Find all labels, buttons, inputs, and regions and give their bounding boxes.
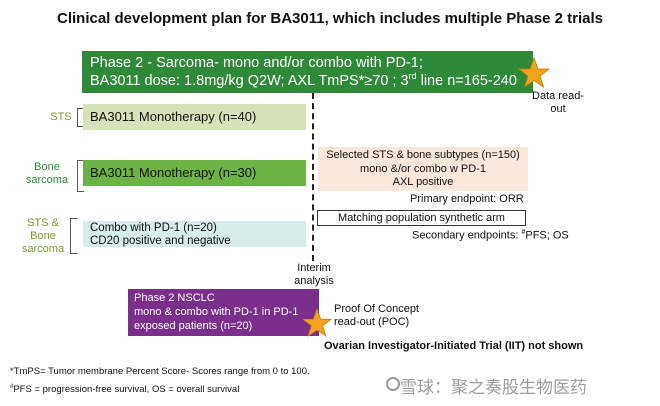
phase2-sarcoma-box: Phase 2 - Sarcoma- mono and/or combo wit…	[82, 51, 533, 93]
footnote-pfs-text: PFS = progression-free survival, OS = ov…	[13, 384, 240, 396]
watermark-logo-icon	[386, 377, 400, 391]
interim-dashed-line	[312, 93, 314, 261]
star-icon	[518, 57, 550, 88]
arm-label-bone-sarcoma: Bone sarcoma	[25, 161, 69, 186]
nsclc-line3: exposed patients (n=20)	[134, 320, 253, 332]
bracket	[77, 108, 84, 127]
interim-analysis-label: Interim analysis	[294, 262, 334, 287]
watermark-text: 雪球：聚之奏股生物医药	[400, 378, 587, 397]
footnote-pfs-sup: #	[10, 384, 14, 390]
secondary-endpoint: Secondary endpoints: #PFS; OS	[412, 229, 569, 242]
page-title: Clinical development plan for BA3011, wh…	[57, 10, 603, 27]
footnote-tmps: *TmPS= Tumor membrane Percent Score- Sco…	[10, 366, 310, 377]
secondary-tail: PFS; OS	[525, 229, 569, 242]
arm-bone-monotherapy: BA3011 Monotherapy (n=30)	[83, 160, 306, 186]
arm-label-sts: STS	[50, 111, 72, 123]
ovarian-iit-note: Ovarian Investigator-Initiated Trial (II…	[324, 340, 584, 352]
secondary-prefix: Secondary endpoints:	[412, 229, 522, 242]
arm-sts-monotherapy: BA3011 Monotherapy (n=40)	[83, 104, 306, 130]
arm-combo-pd1: Combo with PD-1 (n=20) CD20 positive and…	[83, 221, 306, 247]
arm-label-sts-bone-sarcoma: STS & Bone sarcoma	[21, 217, 65, 255]
star-icon	[302, 308, 332, 338]
bracket	[70, 218, 77, 254]
phase2-line2: BA3011 dose: 1.8mg/kg Q2W; AXL TmPS*≥70 …	[90, 72, 525, 90]
phase2-line1: Phase 2 - Sarcoma- mono and/or combo wit…	[90, 55, 423, 71]
arm-combo-line1: Combo with PD-1 (n=20)	[90, 222, 217, 234]
selected-line1: Selected STS & bone subtypes (n=150)	[326, 149, 520, 161]
arm-combo-line2: CD20 positive and negative	[90, 235, 231, 247]
bracket	[77, 160, 84, 192]
primary-endpoint: Primary endpoint: ORR	[410, 193, 524, 205]
poc-readout-label: Proof Of Concept read-out (POC)	[334, 303, 422, 329]
selected-subtypes-box: Selected STS & bone subtypes (n=150) mon…	[318, 147, 528, 191]
nsclc-line2: mono & combo with PD-1 in PD-1	[134, 306, 299, 318]
phase2-line2-sup: rd	[408, 71, 417, 82]
poc-text: Proof Of Concept read-out (POC)	[334, 303, 419, 328]
secondary-sup: #	[521, 229, 526, 236]
selected-line2: mono &/or combo w PD-1	[360, 162, 486, 175]
matching-arm-box: Matching population synthetic arm	[317, 210, 526, 226]
nsclc-line1: Phase 2 NSCLC	[134, 292, 215, 304]
phase2-line2-main: BA3011 dose: 1.8mg/kg Q2W; AXL TmPS*≥70 …	[90, 73, 409, 89]
phase2-nsclc-box: Phase 2 NSCLC mono & combo with PD-1 in …	[128, 289, 319, 336]
data-readout-label: Data read-out	[532, 90, 584, 115]
phase2-line2-tail: line n=165-240	[416, 73, 517, 89]
footnote-pfs: #PFS = progression-free survival, OS = o…	[10, 384, 239, 395]
selected-line3: AXL positive	[392, 176, 454, 188]
